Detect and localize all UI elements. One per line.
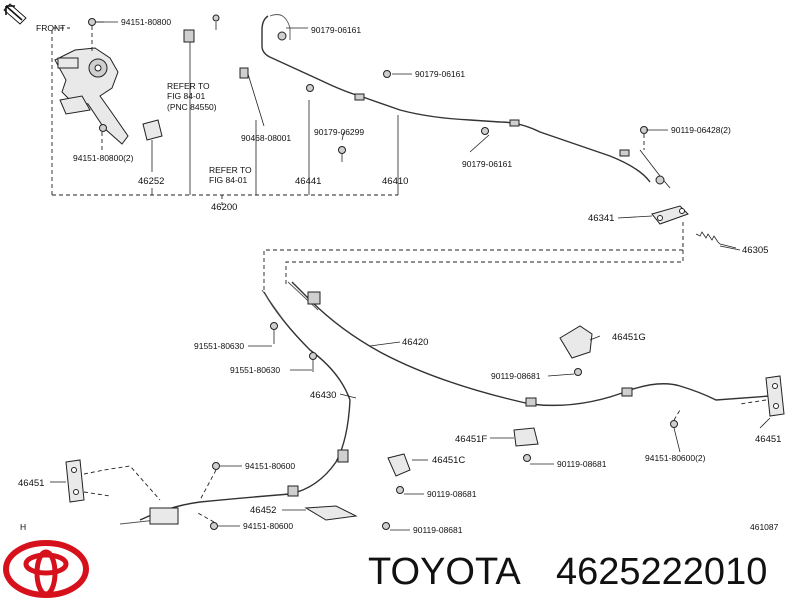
- label-46451g: 46451G: [612, 332, 646, 343]
- label-refer-3: (PNC 84550): [167, 102, 217, 112]
- pedal-bracket: [54, 18, 129, 150]
- label-46200: 46200: [211, 202, 237, 213]
- toyota-logo-icon: [3, 540, 89, 598]
- label-46341: 46341: [588, 213, 614, 224]
- label-refer-2: FIG 84-01: [167, 91, 206, 101]
- bracket-46451c: [387, 453, 411, 477]
- label-46305: 46305: [742, 245, 768, 256]
- label-90179-06161-c: 90179-06161: [462, 159, 512, 169]
- leader-lines: [50, 21, 771, 531]
- label-94151-80600-b: 94151-80600: [243, 521, 293, 531]
- part-labels: 94151-80800 REFER TO FIG 84-01 (PNC 8455…: [18, 17, 781, 535]
- equalizer-46341: [651, 205, 689, 225]
- front-cable-46410: [261, 14, 671, 189]
- part-number: 4625222010: [556, 551, 767, 593]
- pedal-pad: [142, 119, 163, 172]
- label-91551-80630-a: 91551-80630: [194, 341, 244, 351]
- brand-name: TOYOTA: [368, 551, 521, 593]
- plate-46451-left: [65, 459, 85, 503]
- label-46410: 46410: [382, 176, 408, 187]
- label-90468-08001: 90468-08001: [241, 133, 291, 143]
- label-94151-80800-2: 94151-80800(2): [73, 153, 134, 163]
- label-90119-08681-a: 90119-08681: [491, 371, 541, 381]
- label-refer-1: REFER TO: [167, 81, 210, 91]
- label-46451c: 46451C: [432, 455, 465, 466]
- label-90179-06299: 90179-06299: [314, 127, 364, 137]
- label-46451-left: 46451: [18, 478, 44, 489]
- label-h: H: [20, 522, 26, 532]
- label-461087: 461087: [750, 522, 779, 532]
- label-46252: 46252: [138, 176, 164, 187]
- front-arrow-icon: [3, 3, 27, 25]
- rear-cable-46420: [287, 281, 771, 407]
- bracket-46451f: [513, 427, 539, 447]
- clip-top: [183, 14, 220, 43]
- label-94151-80600-a: 94151-80600: [245, 461, 295, 471]
- rear-group-frame: [263, 222, 684, 290]
- label-90119-06428-2: 90119-06428(2): [671, 125, 731, 135]
- label-90119-08681-d: 90119-08681: [413, 525, 463, 535]
- bracket-46452: [304, 505, 358, 521]
- label-46451f: 46451F: [455, 434, 487, 445]
- clip-icon: [239, 67, 249, 79]
- fasteners-rear: [83, 322, 767, 530]
- label-91551-80630-b: 91551-80630: [230, 365, 280, 375]
- label-94151-80800: 94151-80800: [121, 17, 171, 27]
- rear-cable-46430: [119, 289, 351, 525]
- label-90119-08681-c: 90119-08681: [427, 489, 477, 499]
- label-90119-08681-b: 90119-08681: [557, 459, 607, 469]
- bracket-46451g: [559, 325, 593, 359]
- spring-46305: [695, 231, 737, 249]
- label-94151-80600-2: 94151-80600(2): [645, 453, 706, 463]
- label-46452: 46452: [250, 505, 276, 516]
- bolt-icon: [99, 124, 107, 132]
- label-46420: 46420: [402, 337, 428, 348]
- plate-46451-right: [765, 375, 785, 417]
- label-refer-5: FIG 84-01: [209, 175, 248, 185]
- label-refer-4: REFER TO: [209, 165, 252, 175]
- front-label: FRONT: [36, 23, 65, 33]
- label-90179-06161-b: 90179-06161: [415, 69, 465, 79]
- bolt-icon: [88, 18, 96, 26]
- upper-group-frame: [51, 27, 399, 205]
- label-46451-right: 46451: [755, 434, 781, 445]
- label-90179-06161-a: 90179-06161: [311, 25, 361, 35]
- label-46430: 46430: [310, 390, 336, 401]
- label-46441: 46441: [295, 176, 321, 187]
